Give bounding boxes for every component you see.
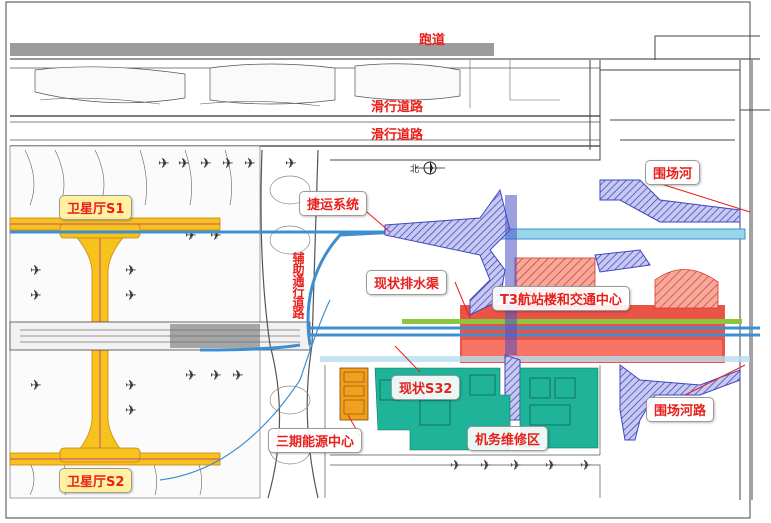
satellite-s1-label: 卫星厅S1 bbox=[59, 195, 133, 220]
drainage-channel bbox=[402, 319, 742, 324]
t3-terminal-dome bbox=[654, 269, 719, 309]
svg-text:✈: ✈ bbox=[125, 288, 137, 304]
runway-label: 跑道 bbox=[419, 33, 446, 48]
svg-text:✈: ✈ bbox=[125, 378, 137, 394]
transit-branch bbox=[159, 299, 331, 481]
terminal-connector bbox=[505, 195, 517, 355]
river-top-label: 围场河 bbox=[645, 160, 701, 185]
aux-road-arcs bbox=[269, 175, 311, 465]
svg-text:✈: ✈ bbox=[30, 263, 42, 279]
vertical-road-label: 辅助通行道路 bbox=[291, 252, 305, 318]
maintenance-area-label: 机务维修区 bbox=[467, 426, 549, 451]
satellite-s2-label: 卫星厅S2 bbox=[59, 468, 133, 493]
svg-text:✈: ✈ bbox=[580, 458, 592, 474]
svg-text:✈: ✈ bbox=[510, 458, 522, 474]
link-corridor-hatch bbox=[170, 324, 260, 348]
runway-strip bbox=[10, 43, 494, 56]
svg-text:✈: ✈ bbox=[232, 368, 244, 384]
svg-text:✈: ✈ bbox=[222, 156, 234, 172]
apron-aircraft-outlines bbox=[34, 63, 461, 105]
svg-text:✈: ✈ bbox=[125, 403, 137, 419]
transit-light-band bbox=[320, 356, 750, 362]
energy-center-label: 三期能源中心 bbox=[268, 428, 363, 453]
svg-text:✈: ✈ bbox=[210, 368, 222, 384]
t3-terminal-label: T3航站楼和交通中心 bbox=[492, 286, 630, 311]
transit-system-label: 捷运系统 bbox=[299, 191, 368, 216]
taxiway-label-1: 滑行道路 bbox=[371, 100, 424, 115]
frame bbox=[5, 1, 751, 519]
svg-text:✈: ✈ bbox=[30, 378, 42, 394]
apron-markings bbox=[39, 60, 560, 108]
svg-text:✈: ✈ bbox=[30, 288, 42, 304]
svg-text:✈: ✈ bbox=[450, 458, 462, 474]
svg-text:✈: ✈ bbox=[185, 368, 197, 384]
svg-text:✈: ✈ bbox=[178, 156, 190, 172]
svg-text:✈: ✈ bbox=[480, 458, 492, 474]
svg-text:✈: ✈ bbox=[545, 458, 557, 474]
river-road-label: 围场河路 bbox=[646, 397, 715, 422]
north-label: 北 bbox=[410, 165, 420, 175]
drainage-channel-label: 现状排水渠 bbox=[366, 270, 448, 295]
road-network-right bbox=[330, 35, 770, 500]
svg-text:✈: ✈ bbox=[185, 228, 197, 244]
energy-center-detail bbox=[343, 371, 365, 415]
callout-leaders bbox=[347, 181, 751, 437]
river-channel bbox=[384, 179, 741, 441]
road-s32-label: 现状S32 bbox=[391, 375, 461, 400]
svg-text:✈: ✈ bbox=[244, 156, 256, 172]
aircraft-glyphs: ✈ ✈ ✈ ✈ ✈ ✈ ✈ ✈ ✈ ✈ ✈ ✈ ✈ ✈ ✈ ✈ ✈ ✈ ✈ ✈ ✈ ✈ ✈ bbox=[30, 156, 592, 474]
svg-text:✈: ✈ bbox=[200, 156, 212, 172]
maintenance-area-detail bbox=[379, 374, 576, 426]
svg-text:✈: ✈ bbox=[125, 263, 137, 279]
svg-text:✈: ✈ bbox=[210, 228, 222, 244]
taxiway-label-2: 滑行道路 bbox=[371, 128, 424, 143]
svg-text:✈: ✈ bbox=[285, 156, 297, 172]
svg-text:✈: ✈ bbox=[158, 156, 170, 172]
energy-center-block bbox=[339, 367, 369, 421]
